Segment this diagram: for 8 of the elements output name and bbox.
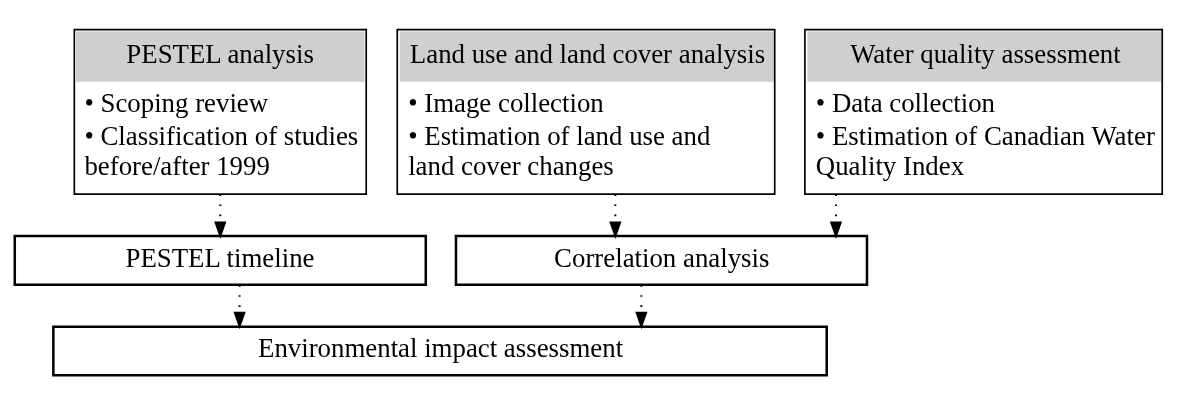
arrow bbox=[233, 285, 246, 330]
arrow bbox=[609, 194, 622, 240]
node-box: Environmental impact assessment bbox=[52, 325, 828, 377]
node-box: Correlation analysis bbox=[454, 234, 869, 286]
arrow bbox=[829, 194, 843, 240]
node-box: PESTEL timeline bbox=[13, 234, 428, 286]
arrow bbox=[214, 194, 227, 240]
arrow bbox=[635, 285, 648, 330]
